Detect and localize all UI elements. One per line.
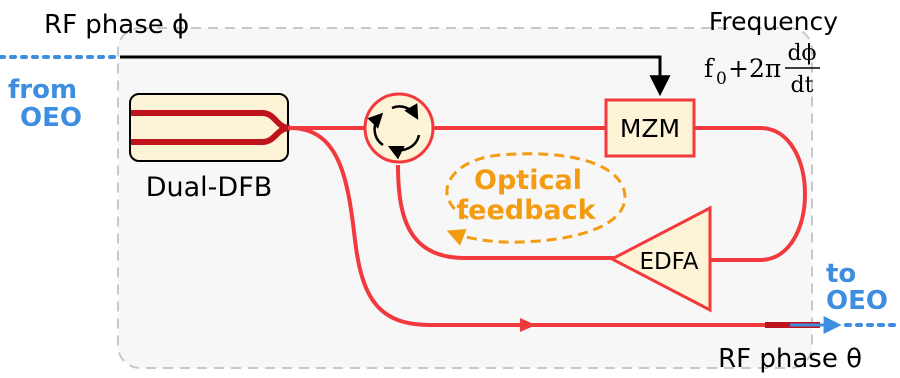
fiber-direction-arrow: [520, 318, 536, 332]
freq-base: f: [704, 54, 715, 83]
fiber-edfa-to-circulator: [396, 164, 614, 260]
feedback-label: feedback: [456, 195, 596, 226]
to-oeo-line2: OEO: [826, 286, 888, 316]
freq-sub: 0: [716, 69, 727, 89]
rf-phase-output-label: RF phase θ: [718, 344, 862, 374]
from-oeo-line2: OEO: [20, 103, 82, 133]
circulator-icon: [363, 92, 435, 164]
fiber-laser-to-output: [289, 126, 765, 327]
mzm-label: MZM: [620, 114, 680, 143]
to-oeo-line1: to: [826, 259, 856, 289]
rf-phase-input-line: [120, 55, 671, 97]
frequency-formula: f 0 +2π dϕ dt: [704, 41, 820, 98]
frequency-label: Frequency: [709, 7, 838, 36]
optical-label: Optical: [474, 165, 582, 196]
mzm-modulator-icon: [604, 98, 696, 158]
edfa-label: EDFA: [639, 249, 698, 275]
amplifier-triangle-icon: [608, 205, 712, 313]
dual-dfb-laser-icon: [129, 93, 291, 162]
freq-den: dt: [791, 73, 814, 98]
rf-phase-input-label: RF phase ϕ: [44, 10, 189, 40]
dual-dfb-label: Dual-DFB: [146, 172, 273, 203]
freq-term: +2π: [728, 54, 781, 83]
from-oeo-line1: from: [8, 75, 77, 105]
fiber-mzm-to-edfa: [694, 126, 807, 262]
freq-num: dϕ: [787, 41, 816, 66]
